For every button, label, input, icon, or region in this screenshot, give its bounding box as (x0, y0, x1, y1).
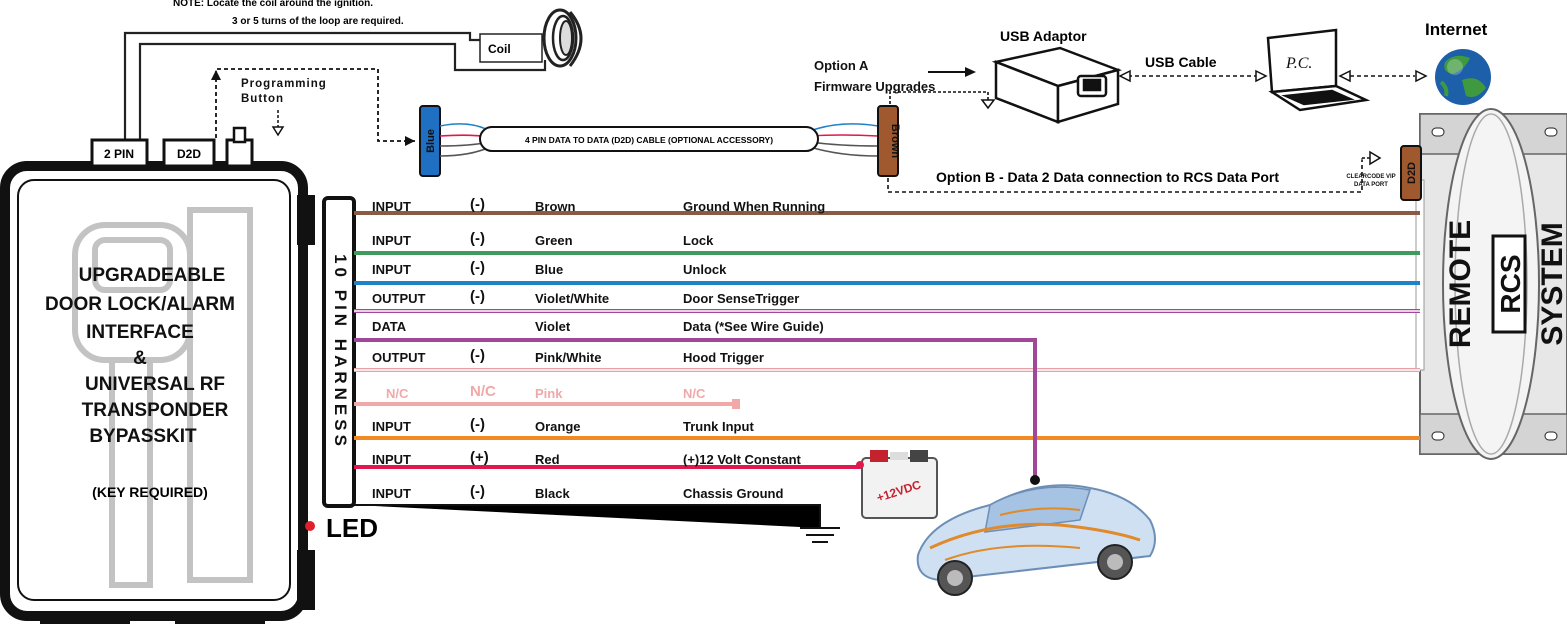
d2d-dashed-route (215, 68, 415, 142)
svg-text:Programming: Programming (241, 78, 327, 90)
svg-text:UNIVERSAL RF: UNIVERSAL RF (85, 374, 225, 395)
svg-text:DOOR LOCK/ALARM: DOOR LOCK/ALARM (45, 294, 235, 315)
option-b-label: Option B - Data 2 Data connection to RCS… (936, 169, 1279, 185)
harness-label: 10 PIN HARNESS (331, 254, 350, 450)
wire-function: Unlock (683, 262, 727, 277)
wire-type: INPUT (372, 486, 411, 501)
svg-text:INTERFACE: INTERFACE (86, 322, 194, 343)
wire-function: Lock (683, 233, 714, 248)
interface-module: UPGRADEABLE DOOR LOCK/ALARM INTERFACE & … (0, 161, 315, 624)
wire-function: Chassis Ground (683, 486, 783, 501)
svg-text:CLEARCODE VIP: CLEARCODE VIP (1346, 174, 1395, 180)
data-wire-to-car (354, 338, 1037, 478)
usb-cable-label: USB Cable (1145, 54, 1217, 70)
wire-polarity: (+) (470, 449, 489, 466)
svg-text:2 PIN: 2 PIN (104, 147, 134, 161)
wire-color-name: Blue (535, 262, 563, 277)
connector-d2d: D2D (162, 138, 216, 168)
wire-type: N/C (386, 386, 409, 401)
wire-color-name: Brown (535, 199, 576, 214)
wire-function: Door SenseTrigger (683, 291, 799, 306)
wire-polarity: (-) (470, 288, 485, 305)
programming-button-icon (225, 126, 254, 168)
svg-text:DATA PORT: DATA PORT (1354, 182, 1388, 188)
note-line-2: 3 or 5 turns of the loop are required. (232, 16, 404, 27)
wire-end-cap (732, 399, 740, 409)
laptop-icon (1266, 28, 1371, 112)
wire-polarity: (-) (470, 483, 485, 500)
svg-text:BYPASSKIT: BYPASSKIT (89, 426, 197, 447)
connector-2pin: 2 PIN (90, 138, 149, 168)
rcs-module: REMOTE SYSTEM RCS (1415, 108, 1567, 460)
ground-symbol-icon (354, 504, 840, 543)
coil-label: Coil (488, 42, 511, 56)
rcs-d2d-port: D2D (1400, 145, 1422, 201)
rcs-name-label: RCS (1495, 254, 1526, 313)
wire-color-name: Orange (535, 419, 581, 434)
car-icon (916, 484, 1156, 596)
option-b-route (887, 160, 1363, 193)
wire-color-name: Black (535, 486, 570, 501)
svg-text:D2D: D2D (177, 147, 201, 161)
wire-polarity: (-) (470, 259, 485, 276)
led-indicator: LED (305, 513, 378, 543)
wire-type: INPUT (372, 233, 411, 248)
option-a-label: Option A Firmware Upgrades (814, 58, 935, 94)
svg-text:Option A: Option A (814, 58, 869, 73)
svg-text:Firmware Upgrades: Firmware Upgrades (814, 79, 935, 94)
d2d-cable-label: 4 PIN DATA TO DATA (D2D) CABLE (OPTIONAL… (525, 135, 773, 145)
wire-polarity: (-) (470, 230, 485, 247)
led-label: LED (326, 513, 378, 543)
harness-connector: 10 PIN HARNESS (322, 196, 356, 508)
wire-polarity: N/C (470, 383, 496, 400)
wire-type: OUTPUT (372, 291, 426, 306)
rcs-system-label: SYSTEM (1536, 222, 1567, 345)
wire-polarity: (-) (470, 196, 485, 213)
wire-function: N/C (683, 386, 706, 401)
wire-function: Hood Trigger (683, 350, 764, 365)
wire-type: OUTPUT (372, 350, 426, 365)
brown-plug-label: Brown (889, 124, 901, 159)
wire-type: INPUT (372, 262, 411, 277)
wire-function: (+)12 Volt Constant (683, 452, 802, 467)
svg-text:Button: Button (241, 93, 284, 105)
wire-function: Trunk Input (683, 419, 754, 434)
svg-text:D2D: D2D (1406, 162, 1418, 184)
wire-color-name: Pink/White (535, 350, 601, 365)
wire-color-name: Violet (535, 319, 571, 334)
wire-color-name: Pink (535, 386, 563, 401)
note-line-1: NOTE: Locate the coil around the ignitio… (173, 0, 373, 9)
svg-text:UPGRADEABLE: UPGRADEABLE (79, 265, 226, 286)
wire-function: Data (*See Wire Guide) (683, 319, 824, 334)
usb-adaptor-label: USB Adaptor (1000, 28, 1087, 44)
usb-adaptor-icon (991, 46, 1123, 124)
pc-label: P.C. (1285, 55, 1312, 72)
coil-icon: Coil (479, 8, 583, 68)
wire-color-name: Violet/White (535, 291, 609, 306)
key-required-note: (KEY REQUIRED) (92, 484, 208, 500)
wire-type: INPUT (372, 419, 411, 434)
battery-icon: +12VDC (861, 450, 938, 519)
blue-plug-label: Blue (425, 129, 437, 153)
wire-color-name: Red (535, 452, 560, 467)
wire-polarity: (-) (470, 416, 485, 433)
svg-text:&: & (133, 348, 147, 369)
rcs-remote-label: REMOTE (1444, 220, 1477, 348)
wire-type: INPUT (372, 199, 411, 214)
module-title: UPGRADEABLE DOOR LOCK/ALARM INTERFACE & … (45, 265, 235, 447)
wire-type: INPUT (372, 452, 411, 467)
wire-color-name: Green (535, 233, 573, 248)
wire-function: Ground When Running (683, 199, 825, 214)
key-watermark-icon (72, 207, 253, 588)
d2d-cable: Blue 4 PIN DATA TO DATA (D2D) CABLE (OPT… (419, 105, 901, 177)
programming-button-label: Programming Button (241, 78, 327, 105)
rcs-data-port-label: CLEARCODE VIP DATA PORT (1346, 174, 1395, 188)
svg-text:TRANSPONDER: TRANSPONDER (82, 400, 229, 421)
wire-type: DATA (372, 319, 407, 334)
wire-polarity: (-) (470, 347, 485, 364)
internet-label: Internet (1425, 20, 1488, 39)
globe-icon (1435, 49, 1491, 105)
